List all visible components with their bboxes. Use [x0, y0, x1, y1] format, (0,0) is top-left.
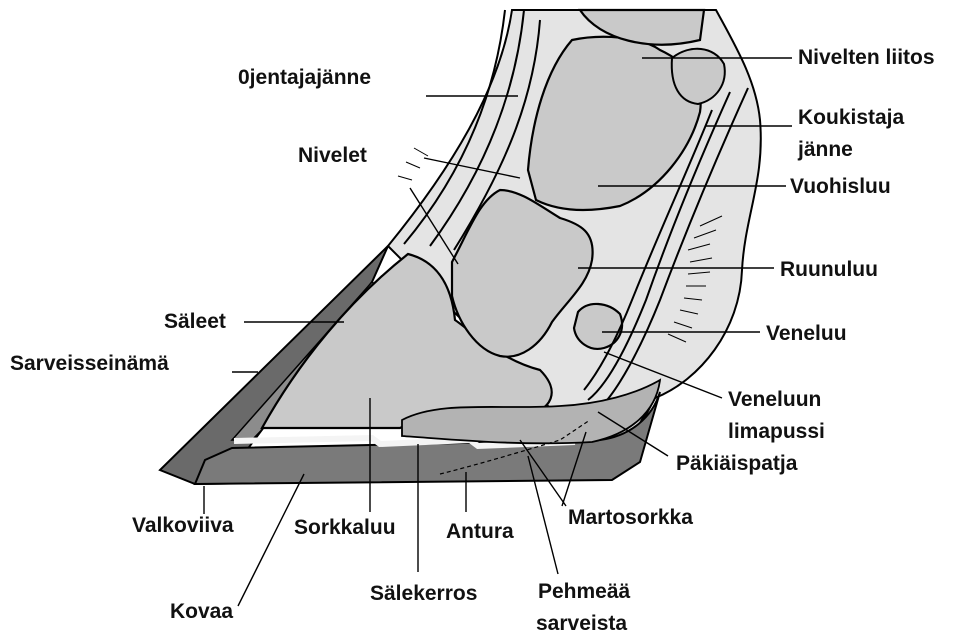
label-salekerros: Sälekerros — [370, 582, 477, 605]
label-koukistaja-janne: jänne — [797, 138, 853, 161]
label-veneluu: Veneluu — [766, 322, 847, 345]
label-martosorkka: Martosorkka — [568, 506, 693, 529]
label-nivelet: Nivelet — [298, 144, 367, 167]
label-saleet: Säleet — [164, 310, 226, 333]
label-kovaa: Kovaa — [170, 600, 233, 623]
label-ojentajajanne: 0jentajajänne — [238, 66, 371, 89]
label-limapussi: limapussi — [728, 420, 825, 443]
label-vuohisluu: Vuohisluu — [790, 175, 891, 198]
label-sorkkaluu: Sorkkaluu — [294, 516, 396, 539]
label-ruunuluu: Ruunuluu — [780, 258, 878, 281]
label-valkoviiva: Valkoviiva — [132, 514, 234, 537]
leader-kovaa — [238, 474, 304, 606]
label-antura: Antura — [446, 520, 514, 543]
navicular-bone — [574, 304, 622, 349]
label-pehmeaa: Pehmeää — [538, 580, 631, 603]
label-nivelten-liitos: Nivelten liitos — [798, 46, 935, 69]
label-sarveista: sarveista — [536, 612, 627, 635]
label-veneluun: Veneluun — [728, 388, 821, 411]
label-koukistaja: Koukistaja — [798, 106, 905, 129]
label-pakiaispatja: Päkiäispatja — [676, 452, 798, 475]
label-sarveisseinama: Sarveisseinämä — [10, 352, 169, 375]
